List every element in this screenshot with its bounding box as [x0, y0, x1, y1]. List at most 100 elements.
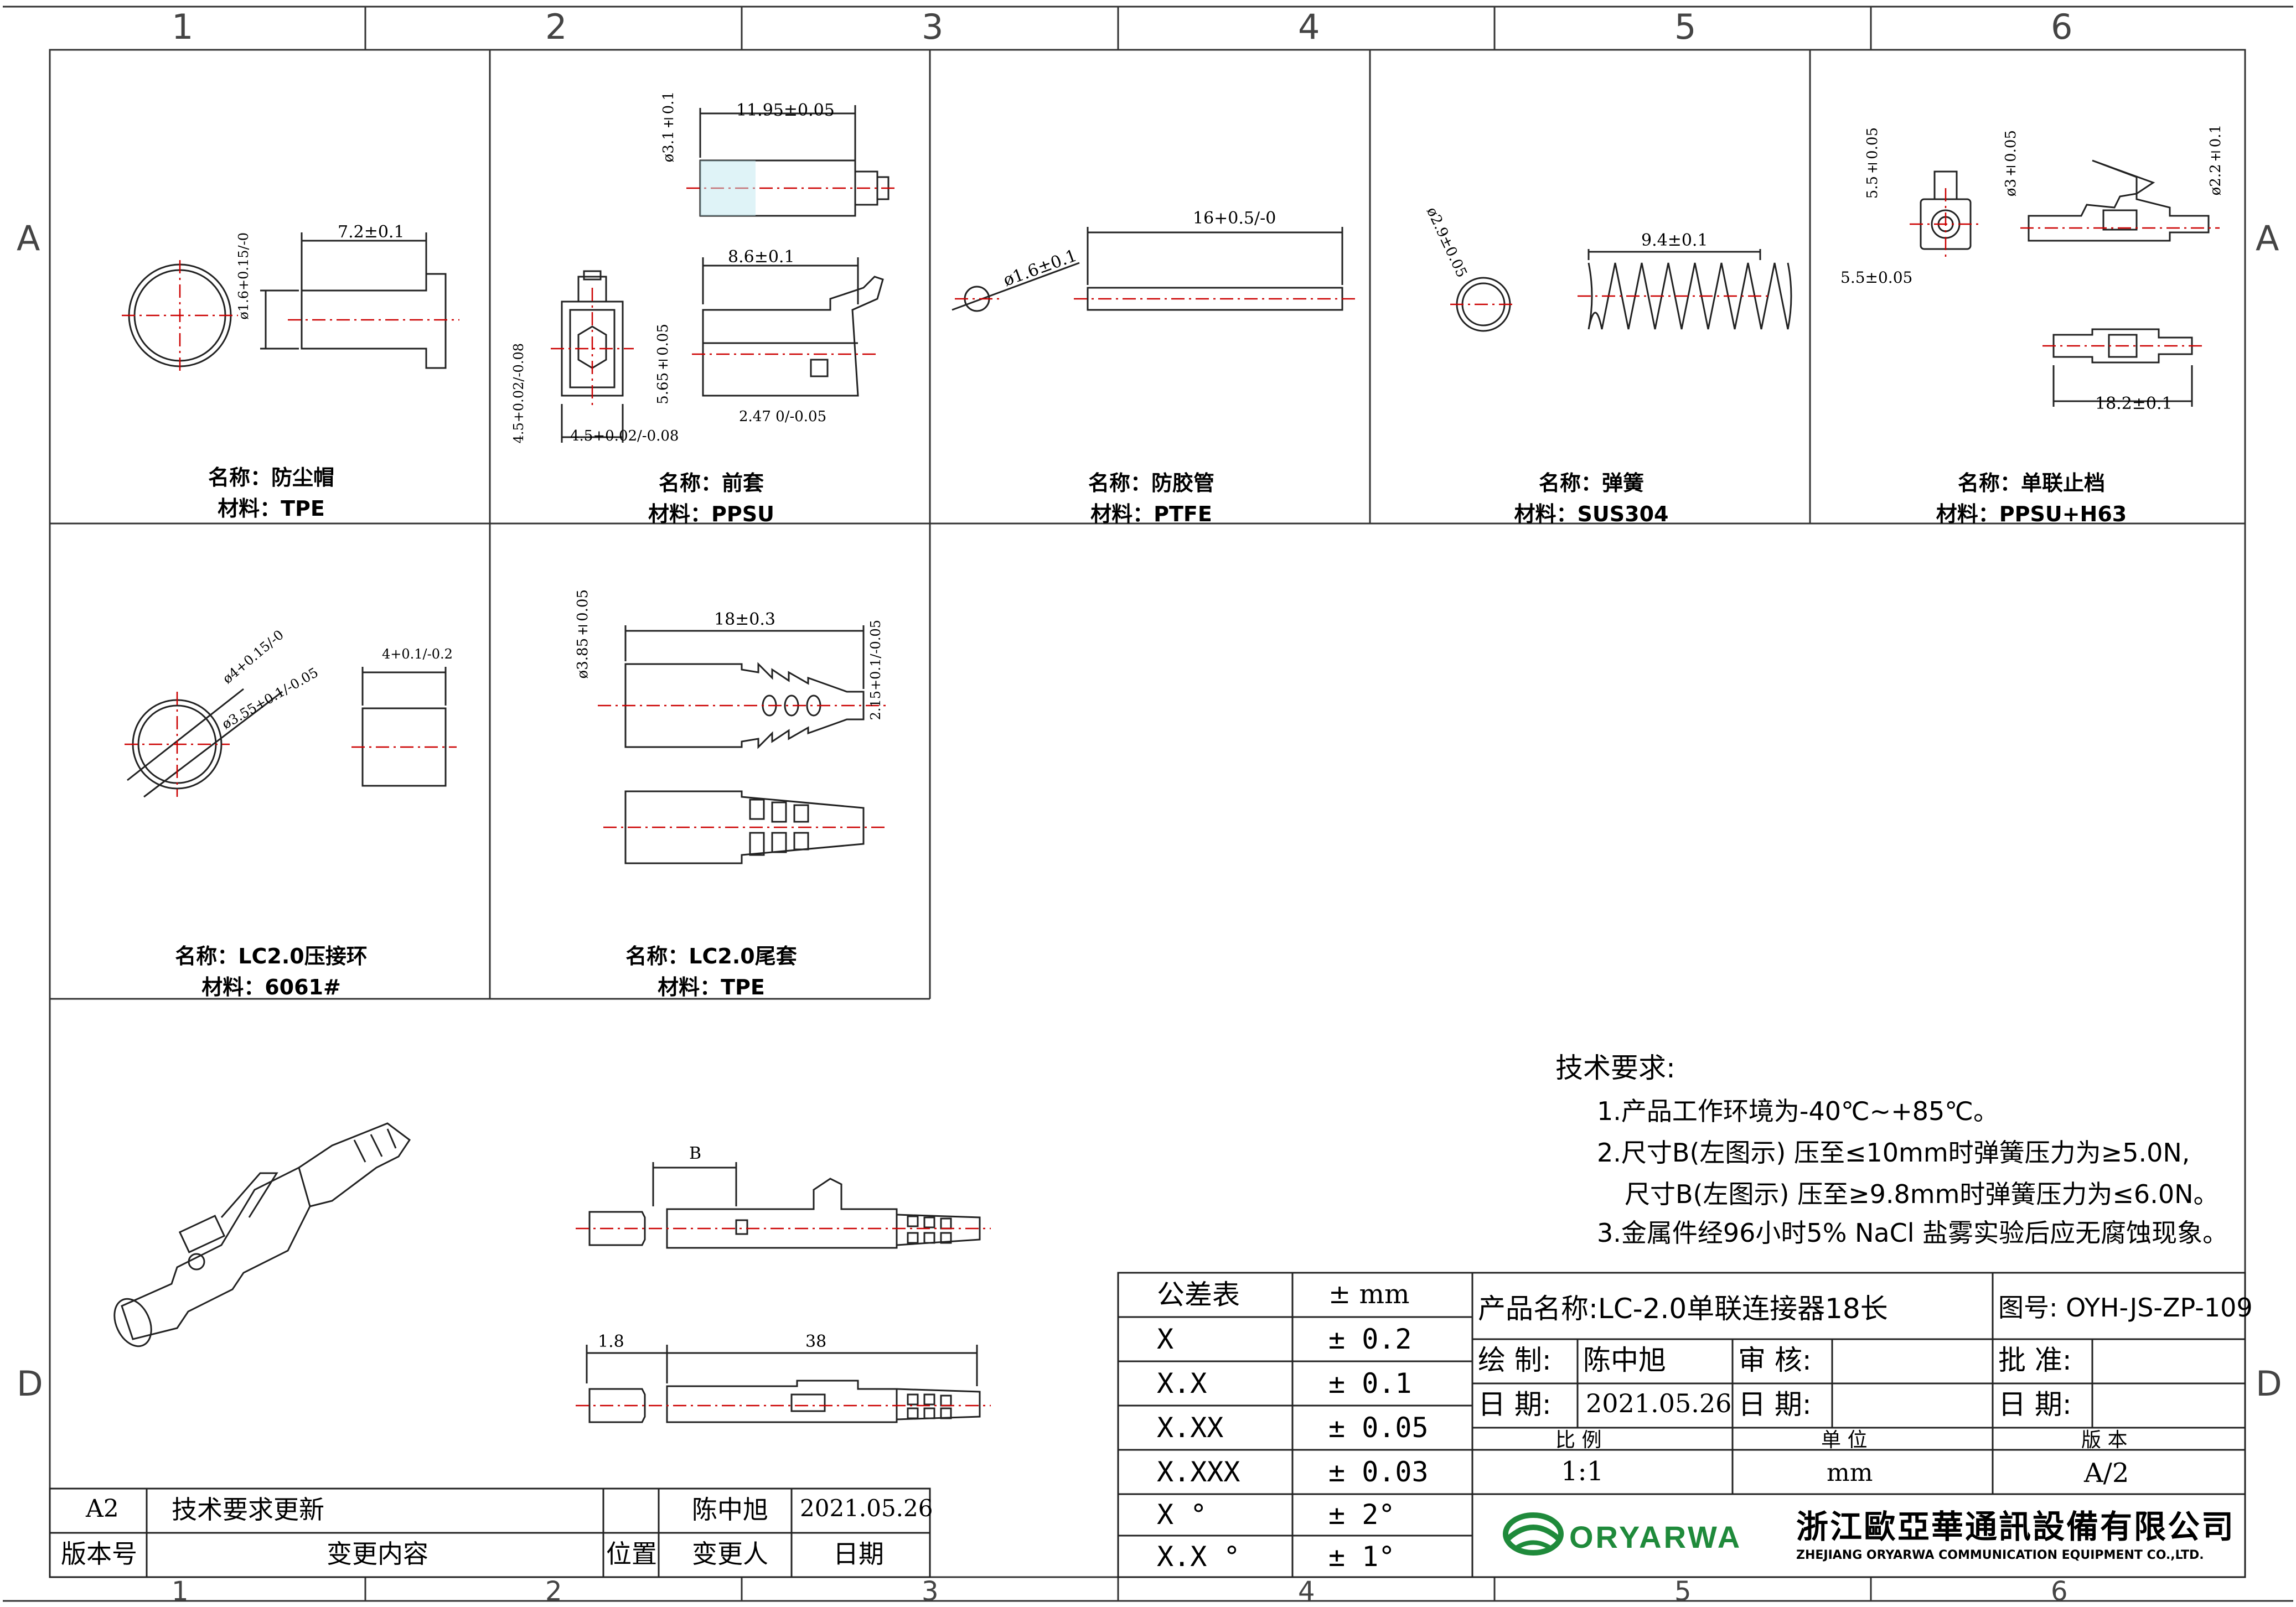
- grid-col-label: 1: [172, 1576, 189, 1607]
- revision-date: 2021.05.26: [800, 1495, 933, 1522]
- review-date-label: 日 期:: [1738, 1388, 1812, 1421]
- part-caption: 名称：防胶管 材料：PTFE: [935, 468, 1367, 530]
- revision-header-date: 日期: [833, 1539, 884, 1569]
- tech-item: 尺寸B(左图示) 压至≥9.8mm时弹簧压力为≤6.0N。: [1625, 1179, 2219, 1209]
- grid-col-label: 3: [922, 1576, 939, 1607]
- dimension-label: 5.5±0.05: [1840, 268, 1913, 287]
- part-material: 材料：PTFE: [1090, 502, 1212, 526]
- tech-title: 技术要求:: [1555, 1052, 1676, 1084]
- tolerance-key: X.XXX: [1157, 1456, 1240, 1488]
- grid-col-label: 6: [2051, 7, 2073, 47]
- tolerance-header: 公差表: [1157, 1279, 1240, 1311]
- grid-row-label: A: [2256, 218, 2279, 258]
- part-material: 材料：PPSU+H63: [1936, 502, 2127, 526]
- dimension-label: 4.5+0.02/-0.08: [511, 343, 526, 444]
- revision-person: 陈中旭: [692, 1495, 768, 1525]
- grid-col-label: 2: [545, 1576, 562, 1607]
- tech-item: 2.尺寸B(左图示) 压至≤10mm时弹簧压力为≥5.0N,: [1597, 1138, 2190, 1168]
- grid-col-label: 4: [1298, 1576, 1315, 1607]
- revision-header-version: 版本号: [61, 1539, 137, 1569]
- tolerance-value: ± 2°: [1328, 1499, 1395, 1531]
- part-caption: 名称：单联止档 材料：PPSU+H63: [1816, 468, 2247, 530]
- part-name: 名称：LC2.0尾套: [625, 944, 797, 968]
- dimension-label: 18±0.3: [714, 610, 776, 629]
- part-material: 材料：TPE: [218, 496, 325, 521]
- dimension-label: 9.4±0.1: [1641, 231, 1708, 250]
- dimension-label: 4+0.1/-0.2: [382, 646, 453, 662]
- part-material: 材料：6061#: [201, 975, 341, 999]
- dimension-label: 8.6±0.1: [728, 247, 795, 267]
- dimension-label: ø2.2±0.1: [2207, 125, 2224, 196]
- unit-label: 单 位: [1821, 1429, 1868, 1452]
- part-name: 名称：防胶管: [1088, 471, 1214, 495]
- dimension-label: ø3.85±0.05: [575, 589, 591, 679]
- revision-header-position: 位置: [606, 1539, 657, 1569]
- date-label: 日 期:: [1478, 1388, 1552, 1421]
- dimension-label: 18.2±0.1: [2095, 394, 2173, 413]
- grid-row-label: A: [17, 218, 40, 258]
- scale-label: 比 例: [1555, 1429, 1602, 1452]
- revision-header-content: 变更内容: [327, 1539, 428, 1569]
- unit-value: mm: [1827, 1459, 1873, 1487]
- tolerance-value: ± 0.1: [1328, 1367, 1412, 1399]
- dimension-label: 5.5±0.05: [1864, 127, 1881, 199]
- tolerance-key: X: [1157, 1323, 1174, 1355]
- tolerance-header-value: ± mm: [1328, 1279, 1410, 1310]
- part-caption: 名称：弹簧 材料：SUS304: [1375, 468, 1807, 530]
- dimension-label: ø3.1±0.1: [660, 91, 677, 163]
- tolerance-key: X.X: [1157, 1367, 1207, 1399]
- draw-name: 陈中旭: [1583, 1344, 1666, 1376]
- dimension-label: 7.2±0.1: [338, 222, 405, 242]
- dimension-label: ø1.6+0.15/-0: [236, 232, 251, 320]
- tolerance-value: ± 1°: [1328, 1541, 1395, 1573]
- revision-content: 技术要求更新: [172, 1495, 324, 1525]
- part-name: 名称：弹簧: [1538, 471, 1644, 495]
- approve-date-label: 日 期:: [1998, 1388, 2072, 1421]
- scale-value: 1:1: [1561, 1456, 1604, 1487]
- dimension-label: ø3±0.05: [2003, 130, 2019, 197]
- dimension-label: 4.5+0.02/-0.08: [570, 428, 679, 444]
- tolerance-key: X.X °: [1157, 1541, 1240, 1573]
- part-material: 材料：SUS304: [1514, 502, 1669, 526]
- dimension-label: 11.95±0.05: [736, 101, 835, 120]
- grid-col-label: 6: [2051, 1576, 2068, 1607]
- grid-col-label: 5: [1674, 1576, 1692, 1607]
- dimension-label: 5.65±0.05: [655, 324, 671, 405]
- revision-version: A2: [86, 1495, 119, 1523]
- date-value: 2021.05.26: [1586, 1388, 1732, 1418]
- approve-label: 批 准:: [1998, 1344, 2072, 1376]
- company-name-cn: 浙江歐亞華通訊設備有限公司: [1796, 1508, 2236, 1546]
- dimension-label: 16+0.5/-0: [1193, 209, 1276, 228]
- drawing-number: 图号: OYH-JS-ZP-109: [1998, 1293, 2253, 1323]
- part-name: 名称：LC2.0压接环: [175, 944, 368, 968]
- part-material: 材料：PPSU: [648, 502, 774, 526]
- logo-wordmark: ORYARWA: [1569, 1520, 1742, 1554]
- draw-label: 绘 制:: [1478, 1344, 1552, 1376]
- tech-item: 3.金属件经96小时5% NaCl 盐雾实验后应无腐蚀现象。: [1597, 1218, 2228, 1248]
- part-caption: 名称：LC2.0尾套 材料：TPE: [495, 941, 927, 1003]
- tolerance-value: ± 0.05: [1328, 1412, 1429, 1444]
- dimension-label: 2.15+0.1/-0.05: [868, 620, 883, 720]
- part-material: 材料：TPE: [658, 975, 765, 999]
- dimension-label: 2.47 0/-0.05: [739, 408, 827, 425]
- part-caption: 名称：前套 材料：PPSU: [495, 468, 927, 530]
- tolerance-key: X.XX: [1157, 1412, 1224, 1444]
- review-label: 审 核:: [1738, 1344, 1812, 1376]
- part-caption: 名称：防尘帽 材料：TPE: [55, 462, 487, 524]
- version-value: A/2: [2084, 1458, 2129, 1489]
- part-name: 名称：前套: [658, 471, 764, 495]
- grid-col-label: 3: [922, 7, 944, 47]
- part-name: 名称：单联止档: [1957, 471, 2105, 495]
- grid-col-label: 5: [1674, 7, 1697, 47]
- tolerance-key: X °: [1157, 1499, 1207, 1531]
- grid-row-label: D: [2256, 1364, 2282, 1404]
- revision-header-person: 变更人: [692, 1539, 768, 1569]
- dimension-label: B: [689, 1144, 702, 1163]
- part-name: 名称：防尘帽: [208, 465, 334, 490]
- product-name: 产品名称:LC-2.0单联连接器18长: [1478, 1293, 1888, 1325]
- tech-item: 1.产品工作环境为-40℃~+85℃。: [1597, 1096, 1999, 1126]
- tolerance-value: ± 0.03: [1328, 1456, 1429, 1488]
- dimension-label: 1.8: [598, 1332, 624, 1351]
- part-caption: 名称：LC2.0压接环 材料：6061#: [55, 941, 487, 1003]
